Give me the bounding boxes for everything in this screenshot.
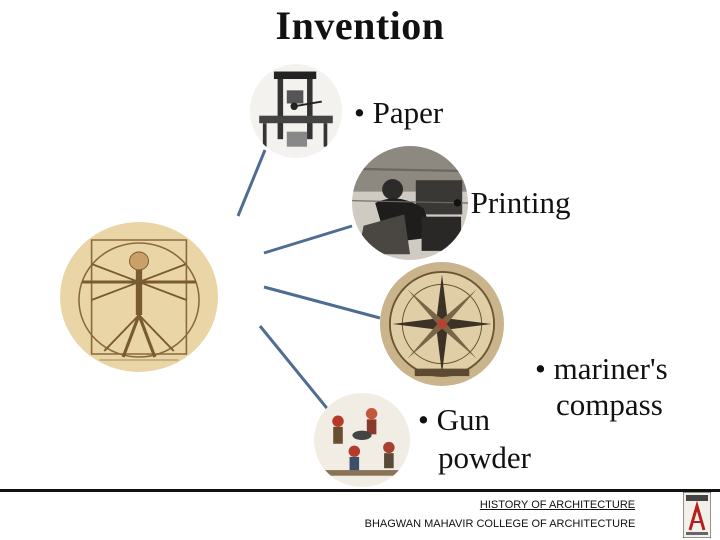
printer-engraving-icon: [352, 146, 468, 260]
connector-compass: [263, 285, 381, 320]
footer-rule: [0, 489, 720, 492]
invention-label-gunpowder-line1: • Gun: [418, 402, 490, 437]
college-logo-icon: [683, 492, 711, 538]
connector-gunpowder: [258, 325, 332, 413]
invention-label-compass-line1: • mariner's: [535, 351, 668, 386]
compass-rose-icon: [380, 262, 504, 386]
footer-college-name: BHAGWAN MAHAVIR COLLEGE OF ARCHITECTURE: [364, 518, 636, 530]
printing-press-icon: [250, 64, 342, 158]
footer-course-title: HISTORY OF ARCHITECTURE: [479, 499, 636, 511]
gunpowder-illustration-icon: [314, 393, 410, 487]
invention-label-paper: • Paper: [354, 95, 444, 130]
connector-paper: [236, 149, 267, 217]
invention-label-gunpowder-line2: powder: [438, 440, 531, 475]
vitruvian-man-icon: [60, 222, 218, 372]
connector-printing: [263, 224, 353, 255]
invention-label-printing: • Printing: [452, 185, 571, 220]
invention-label-compass-line2: compass: [556, 387, 663, 422]
slide-title: Invention: [275, 3, 445, 48]
